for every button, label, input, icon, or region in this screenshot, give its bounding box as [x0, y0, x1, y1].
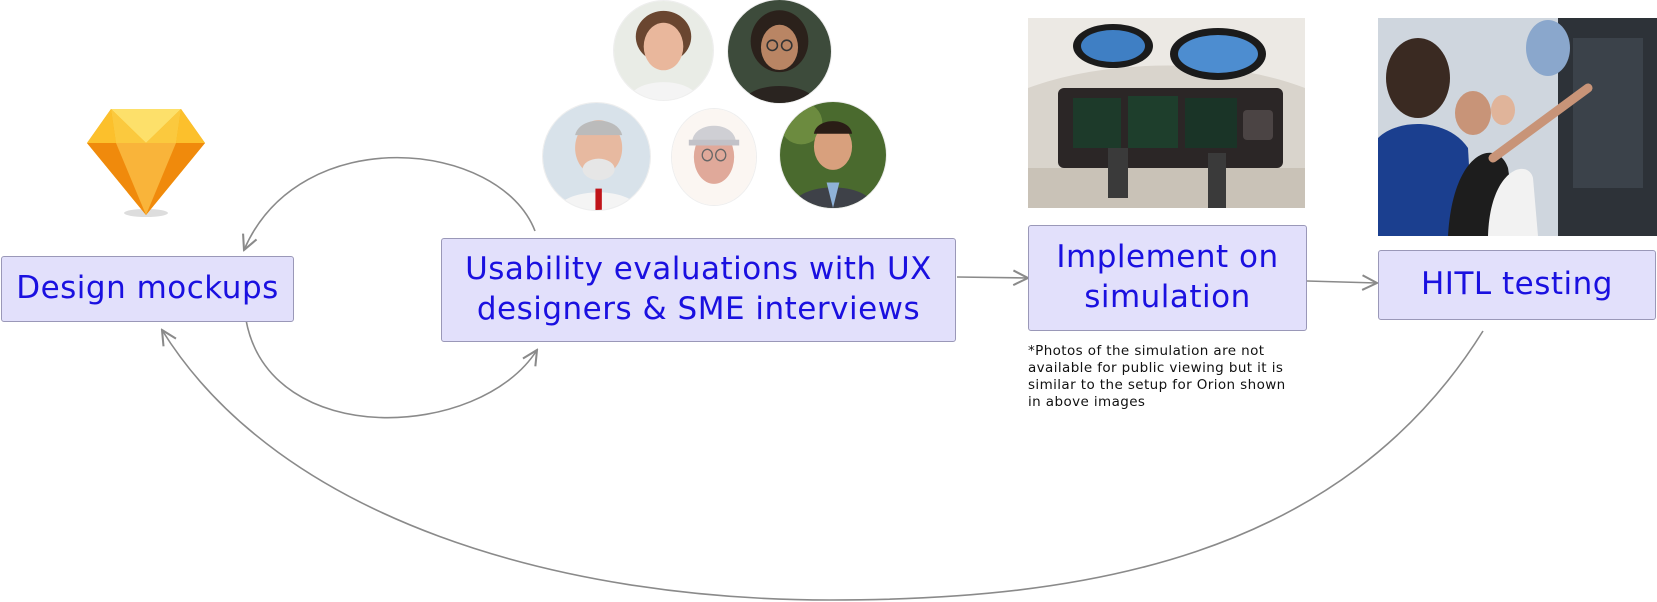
implement-simulation-label: Implement on simulation: [1056, 239, 1279, 315]
avatar-man-cap: [672, 109, 756, 205]
arrow-usability-to-implement: [956, 277, 1028, 278]
design-mockups-label: Design mockups: [16, 270, 279, 307]
orion-simulator-photo: [1028, 18, 1305, 208]
avatar-woman-glasses: [728, 0, 831, 103]
avatar-man-beard: [543, 103, 650, 210]
arrow-usability-to-design: [244, 156, 536, 250]
arrow-hitl-to-design: [162, 330, 1484, 601]
avatar-woman-curly: [614, 1, 713, 100]
design-mockups-box: Design mockups: [1, 256, 294, 322]
implement-simulation-box: Implement on simulation: [1028, 225, 1307, 331]
hitl-testing-label: HITL testing: [1421, 266, 1613, 303]
usability-evaluations-label: Usability evaluations with UX designers …: [465, 251, 932, 327]
simulation-photo-note: *Photos of the simulation are not availa…: [1028, 343, 1286, 410]
hitl-testing-box: HITL testing: [1378, 250, 1656, 320]
usability-evaluations-box: Usability evaluations with UX designers …: [441, 238, 956, 342]
sketch-diamond-icon: [87, 109, 205, 217]
arrow-design-to-usability: [245, 319, 537, 419]
hitl-testing-photo: [1378, 18, 1657, 236]
avatar-man-suit: [780, 102, 886, 208]
arrow-implement-to-hitl: [1306, 281, 1377, 283]
